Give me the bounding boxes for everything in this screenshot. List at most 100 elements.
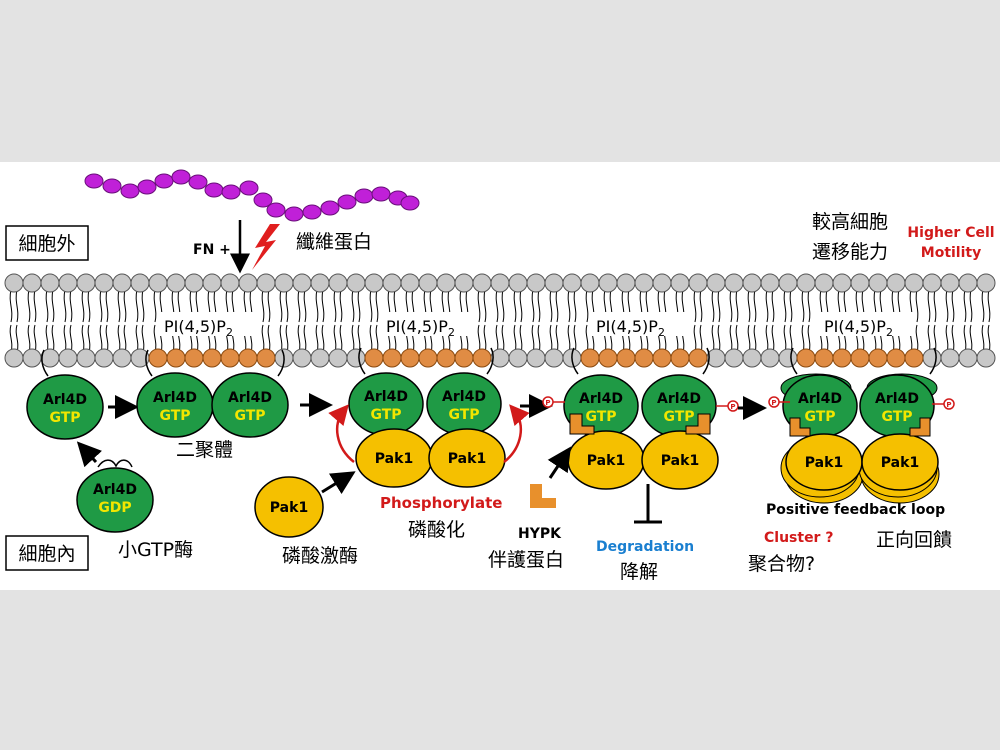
feedback-cn-label: 正向回饋: [876, 529, 952, 551]
fibronectin-bead: [137, 179, 157, 195]
svg-text:GTP: GTP: [804, 409, 835, 425]
svg-text:Pak1: Pak1: [587, 453, 625, 469]
lipid-head: [4, 348, 24, 368]
lipid-head: [22, 348, 42, 368]
red-phospho-arrow-left: [328, 404, 355, 463]
fn-label: FN +: [193, 242, 231, 258]
arl4d-pak1-complex: Arl4D GTP Arl4D GTP Pak1 Pak1: [348, 372, 506, 488]
fibronectin-chain: [84, 169, 420, 222]
cluster-cn-label: 聚合物?: [748, 553, 815, 575]
hypk-chaperone-icon: [789, 417, 811, 437]
motility-cn-line2: 遷移能力: [812, 241, 888, 263]
phosphate-group-icon: P: [768, 396, 790, 408]
svg-text:Arl4D: Arl4D: [93, 482, 137, 498]
lipid-head: [940, 348, 960, 368]
pip2-lipid-heads: [148, 348, 924, 368]
lipid-head: [256, 273, 276, 293]
lipid-head: [670, 273, 690, 293]
svg-text:GTP: GTP: [585, 409, 616, 425]
lipid-head: [76, 273, 96, 293]
lipid-head: [886, 273, 906, 293]
svg-text:PI(4,5)P2: PI(4,5)P2: [596, 317, 665, 339]
motility-cn-line1: 較高細胞: [812, 211, 888, 233]
lipid-head: [490, 273, 510, 293]
inside-label: 細胞內: [18, 543, 75, 565]
fibronectin-label: 纖維蛋白: [296, 231, 372, 253]
hypk-chaperone-icon: [569, 413, 595, 435]
fibronectin-bead: [221, 184, 241, 200]
red-phospho-arrow-right: [503, 404, 530, 463]
svg-text:Arl4D: Arl4D: [798, 391, 842, 407]
lipid-head: [904, 273, 924, 293]
lipid-head: [202, 273, 222, 293]
lipid-head: [922, 273, 942, 293]
feedback-label: Positive feedback loop: [766, 502, 945, 518]
lipid-head: [778, 348, 798, 368]
svg-text:PI(4,5)P2: PI(4,5)P2: [386, 317, 455, 339]
svg-text:GTP: GTP: [234, 408, 265, 424]
svg-text:GTP: GTP: [663, 409, 694, 425]
svg-text:GTP: GTP: [448, 407, 479, 423]
pip2-head: [220, 348, 240, 368]
pip2-head: [580, 348, 600, 368]
svg-text:PI(4,5)P2: PI(4,5)P2: [164, 317, 233, 339]
phosphorylate-label: Phosphorylate: [380, 494, 502, 512]
hypk-chaperone-icon: [909, 417, 931, 437]
pip2-head: [814, 348, 834, 368]
fibronectin-bead: [284, 206, 304, 222]
lipid-head: [184, 273, 204, 293]
pip2-head: [688, 348, 708, 368]
lipid-head: [796, 273, 816, 293]
lipid-head: [364, 273, 384, 293]
pip2-head: [796, 348, 816, 368]
lipid-head: [724, 273, 744, 293]
fibronectin-bead: [320, 200, 340, 216]
cluster-label: Cluster ?: [764, 530, 833, 546]
lipid-head: [76, 348, 96, 368]
lipid-head: [274, 273, 294, 293]
lipid-head: [652, 273, 672, 293]
fibronectin-bead: [337, 194, 357, 210]
svg-text:GTP: GTP: [49, 410, 80, 426]
lipid-head: [418, 273, 438, 293]
lipid-head: [958, 348, 978, 368]
dimer-label: 二聚體: [176, 439, 233, 461]
pip2-label-2: PI(4,5)P2: [380, 312, 476, 339]
pip2-head: [868, 348, 888, 368]
lipid-head: [346, 273, 366, 293]
pip2-head: [238, 348, 258, 368]
phosphorylate-cn-label: 磷酸化: [408, 519, 465, 541]
lipid-head: [634, 273, 654, 293]
pip2-head: [472, 348, 492, 368]
membrane-upper-heads: [4, 273, 996, 293]
arl4d-gtp-monomer: Arl4D GTP: [26, 374, 104, 440]
pip2-head: [184, 348, 204, 368]
pip2-label-1: PI(4,5)P2: [158, 312, 254, 339]
svg-text:Arl4D: Arl4D: [43, 392, 87, 408]
fibronectin-bead: [253, 192, 273, 208]
arl4d-dimer: Arl4D GTP Arl4D GTP: [136, 372, 289, 438]
lipid-head: [400, 273, 420, 293]
pip2-head: [634, 348, 654, 368]
svg-text:Arl4D: Arl4D: [657, 391, 701, 407]
pip2-head: [400, 348, 420, 368]
motility-en-line2: Motility: [921, 245, 981, 261]
pip2-label-4: PI(4,5)P2: [818, 312, 914, 339]
lipid-head: [724, 348, 744, 368]
lipid-head: [742, 348, 762, 368]
pip2-head: [670, 348, 690, 368]
lipid-head: [958, 273, 978, 293]
phosphate-group-icon: P: [716, 400, 739, 412]
svg-text:PI(4,5)P2: PI(4,5)P2: [824, 317, 893, 339]
pip2-head: [256, 348, 276, 368]
svg-text:Arl4D: Arl4D: [364, 389, 408, 405]
phosphate-group-icon: P: [932, 398, 955, 410]
pip2-head: [616, 348, 636, 368]
degradation-label: Degradation: [596, 539, 694, 555]
svg-text:GDP: GDP: [98, 500, 131, 516]
fibronectin-bead: [188, 174, 208, 190]
fibronectin-bead: [204, 182, 224, 198]
lipid-head: [40, 273, 60, 293]
lipid-head: [436, 273, 456, 293]
svg-text:Pak1: Pak1: [661, 453, 699, 469]
